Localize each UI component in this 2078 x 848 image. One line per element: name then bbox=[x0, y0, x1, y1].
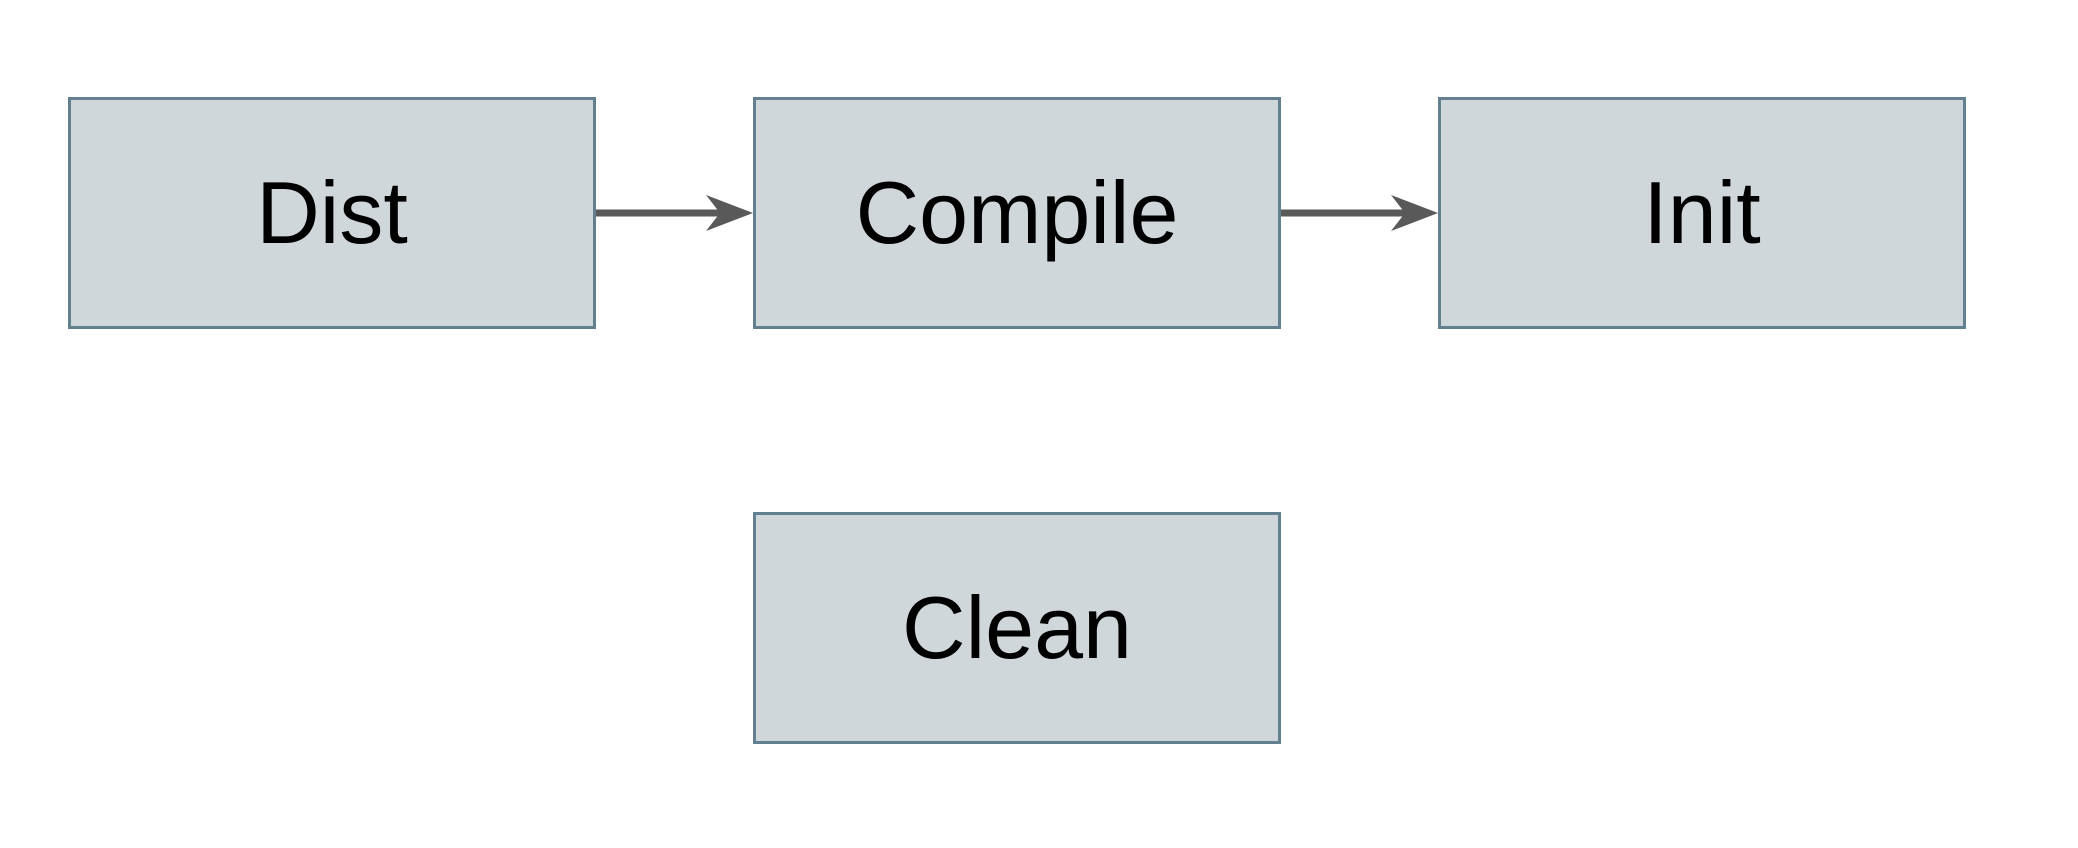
arrow-head-icon bbox=[706, 195, 753, 231]
node-clean[interactable]: Clean bbox=[753, 512, 1281, 744]
node-compile[interactable]: Compile bbox=[753, 97, 1281, 329]
arrow-dist-to-compile bbox=[596, 195, 753, 231]
node-dist[interactable]: Dist bbox=[68, 97, 596, 329]
arrow-head-icon bbox=[1391, 195, 1438, 231]
node-init[interactable]: Init bbox=[1438, 97, 1966, 329]
node-compile-label: Compile bbox=[855, 163, 1179, 262]
node-init-label: Init bbox=[1643, 163, 1761, 262]
arrow-compile-to-init bbox=[1281, 195, 1438, 231]
node-clean-label: Clean bbox=[902, 578, 1132, 677]
node-dist-label: Dist bbox=[256, 163, 408, 262]
